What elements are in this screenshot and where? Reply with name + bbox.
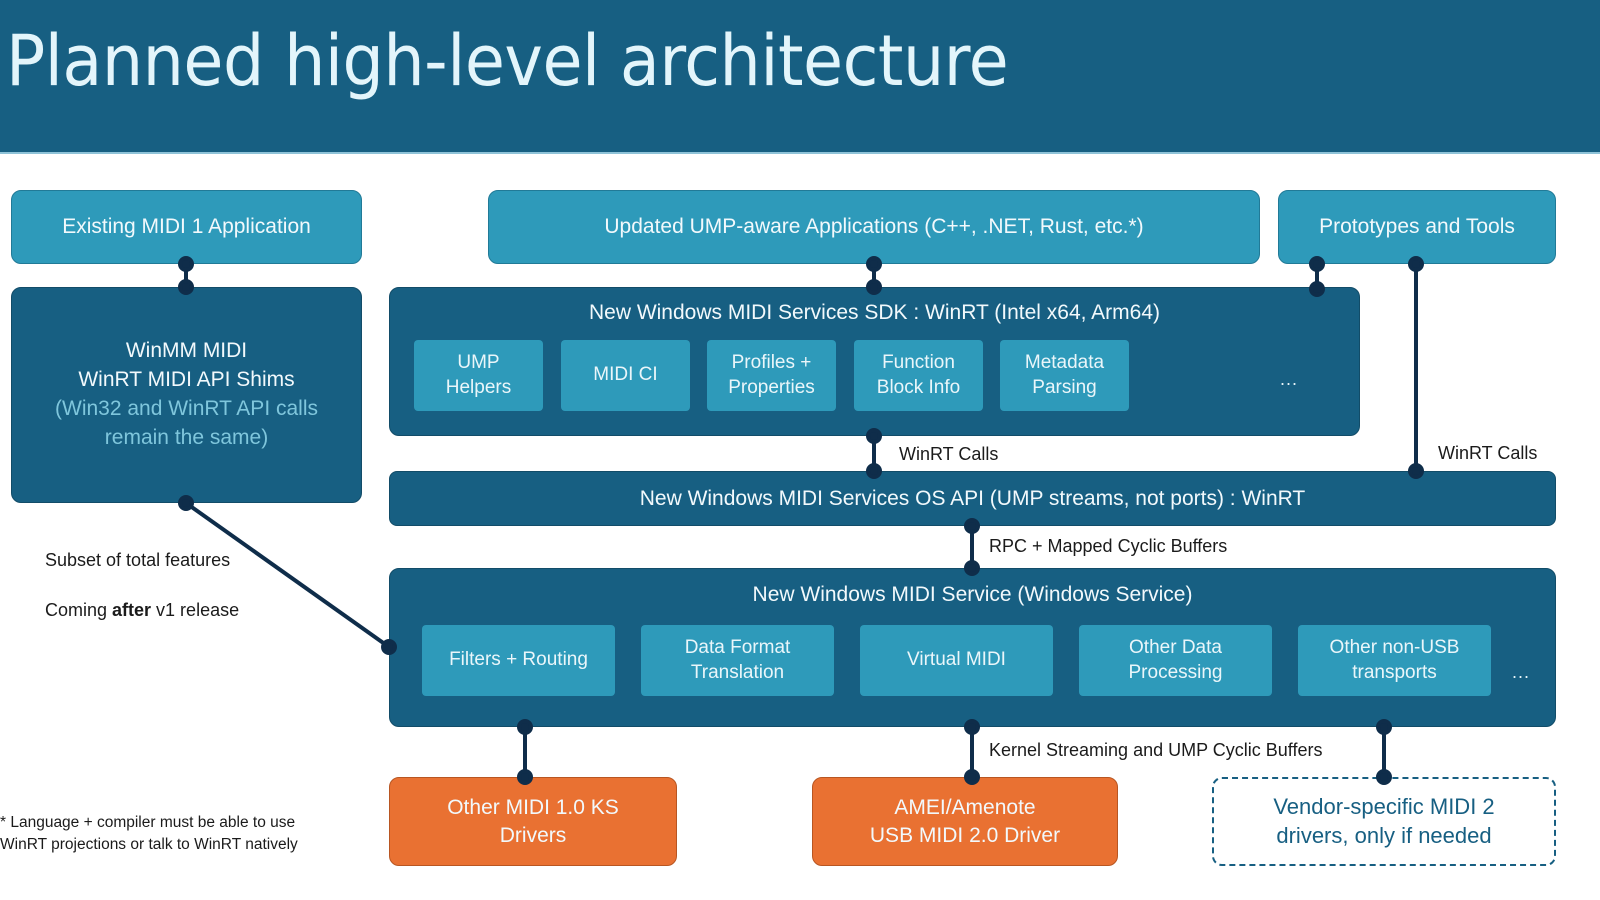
vendor-driver-line-2: drivers, only if needed [1276,822,1492,848]
title-banner: Planned high-level architecture [0,0,1600,154]
component-line-1: Function [882,351,955,373]
component-line-1: MIDI CI [593,364,658,386]
component-line-2: Helpers [445,376,512,398]
component-line-1: Profiles + [731,351,812,373]
component-line-1: Other non-USB [1329,636,1460,658]
connector-service-to-ks [517,719,533,785]
sdk-component-midi-ci[interactable]: MIDI CI [561,340,690,411]
footnote-line-1: * Language + compiler must be able to us… [0,814,296,831]
component-line-2: Translation [690,661,785,683]
amei-usb-midi2-driver-box[interactable]: AMEI/Amenote USB MIDI 2.0 Driver [812,777,1118,866]
component-line-1: Virtual MIDI [907,649,1006,671]
label-kernel-streaming: Kernel Streaming and UMP Cyclic Buffers [989,740,1323,760]
component-line-2: transports [1352,661,1437,683]
midi1-ks-drivers-box[interactable]: Other MIDI 1.0 KS Drivers [389,777,677,866]
service-component-other-processing[interactable]: Other Data Processing [1079,625,1272,696]
amei-driver-line-2: USB MIDI 2.0 Driver [869,823,1061,847]
component-line-1: Metadata [1024,351,1105,373]
service-component-non-usb[interactable]: Other non-USB transports [1298,625,1491,696]
label-tools-winrt-calls: WinRT Calls [1438,443,1538,463]
existing-midi1-app-box[interactable]: Existing MIDI 1 Application [11,190,362,264]
component-line-1: Filters + Routing [449,649,588,671]
ks-driver-line-2: Drivers [499,823,567,847]
service-component-virtual-midi[interactable]: Virtual MIDI [860,625,1053,696]
existing-midi1-app-label: Existing MIDI 1 Application [62,215,311,239]
ks-driver-line-1: Other MIDI 1.0 KS [447,796,619,820]
os-api-title: New Windows MIDI Services OS API (UMP st… [639,486,1306,510]
component-line-1: UMP [457,351,500,373]
sdk-box[interactable]: New Windows MIDI Services SDK : WinRT (I… [389,287,1360,436]
shims-line-3: (Win32 and WinRT API calls [55,397,318,420]
service-component-filters-routing[interactable]: Filters + Routing [422,625,615,696]
connector-sdk-to-os-api [866,428,882,479]
service-title: New Windows MIDI Service (Windows Servic… [752,583,1193,606]
prototypes-tools-box[interactable]: Prototypes and Tools [1278,190,1556,264]
label-rpc-buffers: RPC + Mapped Cyclic Buffers [989,536,1228,556]
connector-tools-to-os-api [1408,256,1424,479]
vendor-driver-line-1: Vendor-specific MIDI 2 [1273,793,1495,819]
sdk-more-ellipsis: ... [1280,369,1299,389]
connector-service-to-amei [964,719,980,785]
footnote: * Language + compiler must be able to us… [0,812,298,855]
note-coming-pre: Coming [45,600,113,620]
note-coming-after-v1: Coming after v1 release [45,600,239,621]
component-line-1: Data Format [684,636,791,658]
sdk-title: New Windows MIDI Services SDK : WinRT (I… [588,301,1161,324]
component-line-2: Processing [1128,661,1223,683]
service-component-data-format[interactable]: Data Format Translation [641,625,834,696]
component-line-2: Block Info [876,376,961,398]
note-coming-post: v1 release [151,600,240,620]
shims-line-2: WinRT MIDI API Shims [78,368,295,392]
midi-service-box[interactable]: New Windows MIDI Service (Windows Servic… [389,568,1556,727]
note-coming-bold: after [112,600,152,620]
updated-ump-apps-box[interactable]: Updated UMP-aware Applications (C++, .NE… [488,190,1260,264]
os-api-box[interactable]: New Windows MIDI Services OS API (UMP st… [389,471,1556,526]
component-line-2: Parsing [1032,376,1097,398]
sdk-component-function-block[interactable]: Function Block Info [854,340,983,411]
label-sdk-winrt-calls: WinRT Calls [899,444,999,464]
connector-service-to-vendor [1376,719,1392,785]
shims-line-4: remain the same) [104,425,269,449]
vendor-midi2-drivers-box[interactable]: Vendor-specific MIDI 2 drivers, only if … [1212,777,1556,866]
prototypes-tools-label: Prototypes and Tools [1319,215,1515,239]
connector-shims-to-service [178,495,397,655]
sdk-component-profiles[interactable]: Profiles + Properties [707,340,836,411]
component-line-2: Properties [728,376,815,398]
amei-driver-line-1: AMEI/Amenote [894,796,1036,820]
service-more-ellipsis: ... [1512,662,1531,682]
sdk-component-metadata[interactable]: Metadata Parsing [1000,340,1129,411]
page-title: Planned high-level architecture [6,20,1009,102]
sdk-component-ump-helpers[interactable]: UMP Helpers [414,340,543,411]
connector-os-api-to-service [964,518,980,576]
winmm-shims-box[interactable]: WinMM MIDI WinRT MIDI API Shims (Win32 a… [11,287,362,503]
shims-line-1: WinMM MIDI [125,339,248,363]
note-subset-features: Subset of total features [45,550,231,570]
updated-ump-apps-label: Updated UMP-aware Applications (C++, .NE… [604,215,1144,239]
component-line-1: Other Data [1129,636,1222,658]
footnote-line-2: WinRT projections or talk to WinRT nativ… [0,835,298,853]
